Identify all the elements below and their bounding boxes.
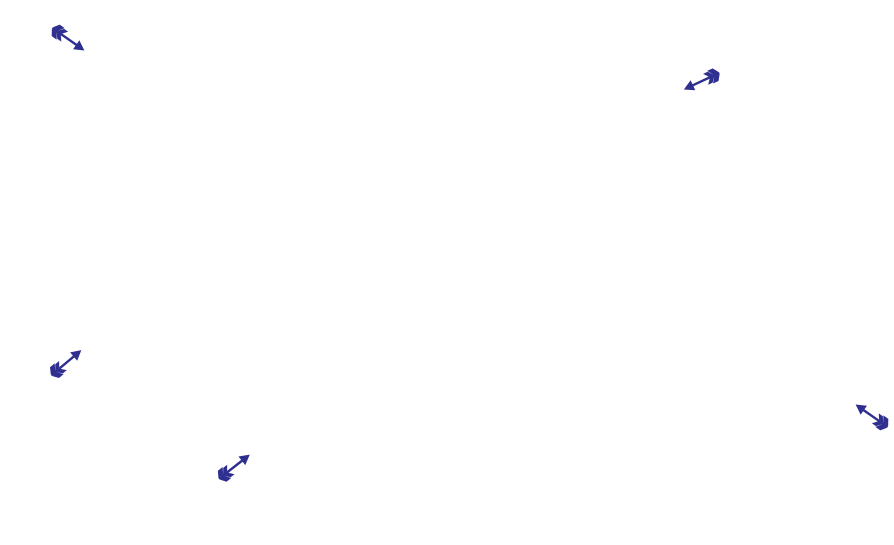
arrow-with-fletching-icon <box>855 404 889 431</box>
arrow-icon <box>678 57 726 105</box>
arrow-icon <box>210 443 258 491</box>
arrow-icon <box>42 339 90 387</box>
arrow-icon <box>44 15 92 63</box>
arrow-with-fletching-icon <box>50 350 82 379</box>
arrow-with-fletching-icon <box>217 454 250 482</box>
arrow-with-fletching-icon <box>51 24 85 51</box>
arrow-with-fletching-icon <box>683 68 720 91</box>
arrow-icon <box>848 392 894 440</box>
